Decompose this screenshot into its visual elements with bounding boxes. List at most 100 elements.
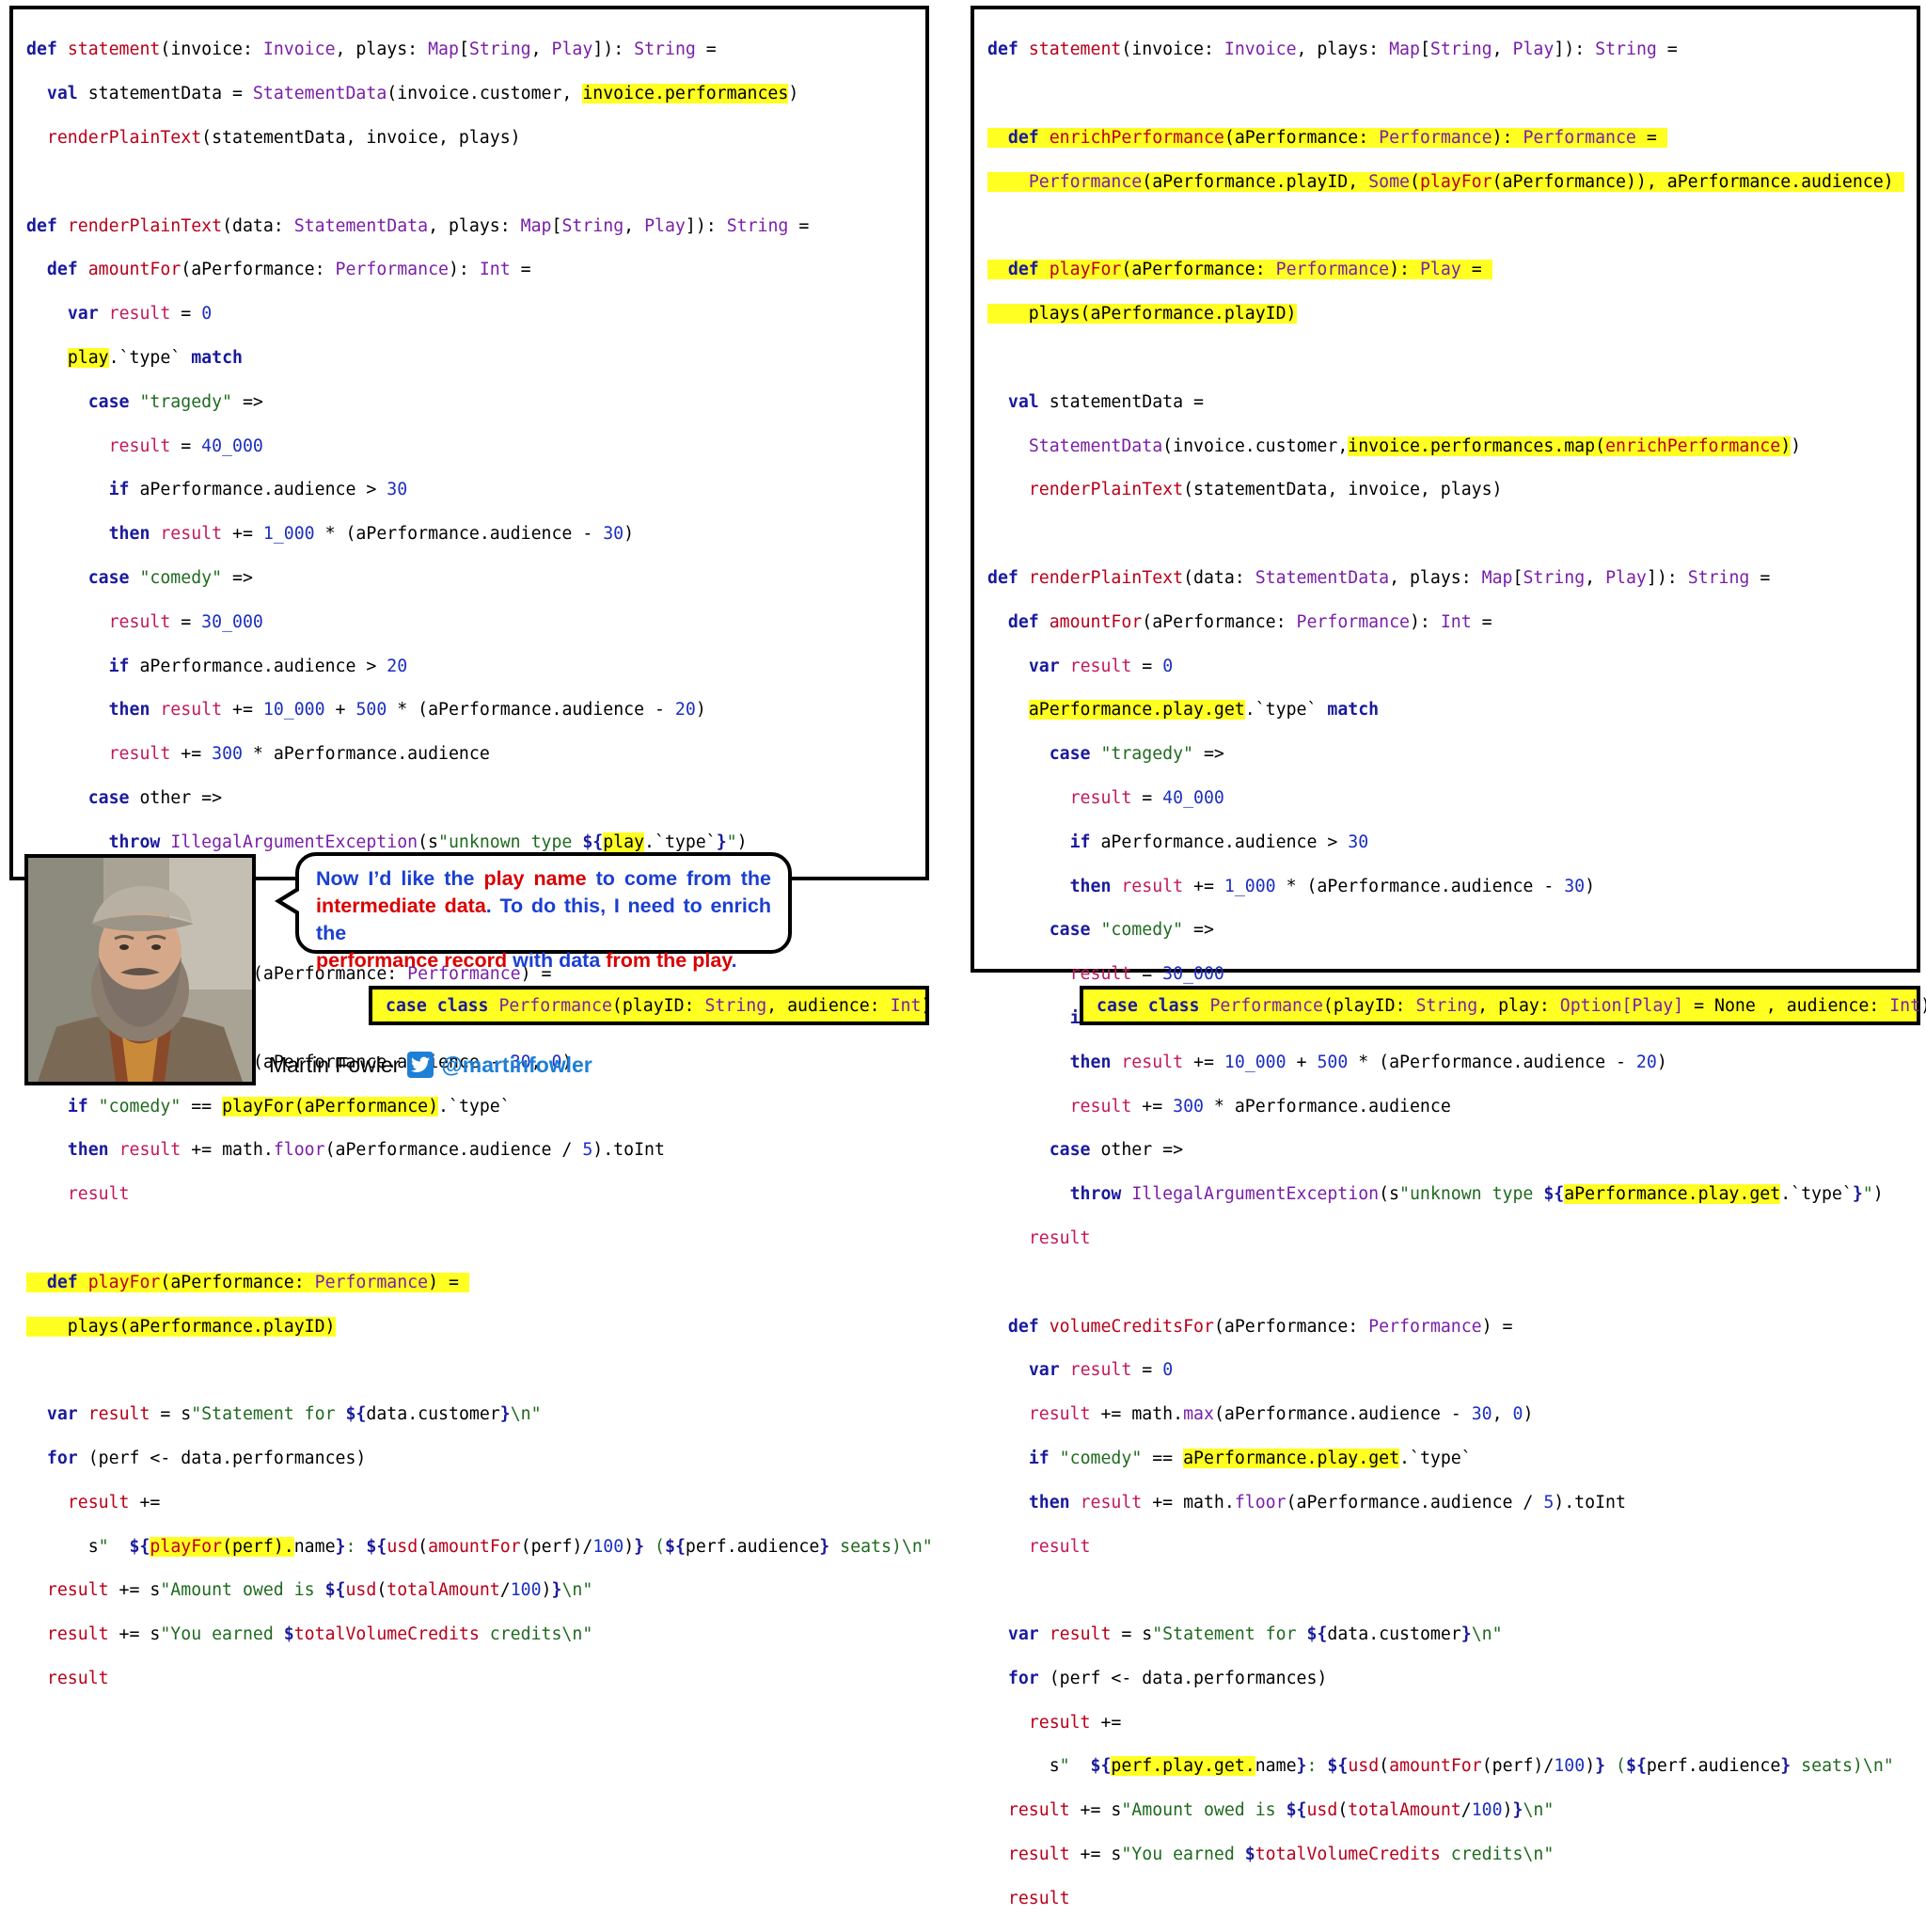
code-line: case "comedy" =>	[1049, 920, 1214, 941]
speech-text: .	[731, 949, 737, 972]
code-line: then result += 10_000 + 500 * (aPerforma…	[108, 700, 706, 721]
twitter-bird-glyph	[411, 1056, 431, 1072]
code-line: result	[1007, 1888, 1070, 1908]
code-line: result += math.max(aPerformance.audience…	[1028, 1404, 1534, 1425]
code-line: case "tragedy" =>	[1049, 744, 1224, 765]
author-credit: Martin Fowler @martinfowler	[269, 1052, 592, 1078]
code-line	[987, 523, 1917, 545]
code-line: def enrichPerformance(aPerformance: Perf…	[987, 127, 1917, 149]
case-class-args: (playID:	[611, 995, 705, 1016]
code-line: var result = 0	[1028, 656, 1174, 676]
case-class-type: String	[704, 995, 767, 1016]
speech-text: to come from the	[586, 867, 771, 890]
code-line: result = 30_000	[1069, 964, 1224, 985]
speech-text: intermediate data	[316, 895, 486, 917]
case-class-type: Int	[1889, 995, 1921, 1016]
code-line: def amountFor(aPerformance: Performance)…	[46, 260, 531, 280]
right-case-class-box: case class Performance(playID: String, p…	[1080, 986, 1926, 1025]
code-line: result = 30_000	[108, 611, 263, 632]
author-photo-illustration	[28, 858, 252, 1082]
case-class-keyword: case class	[386, 995, 499, 1016]
case-class-args: (playID:	[1322, 995, 1416, 1016]
code-line: def volumeCreditsFor(aPerformance: Perfo…	[1007, 1316, 1513, 1337]
code-line: result += 300 * aPerformance.audience	[1069, 1096, 1451, 1116]
code-line: throw IllegalArgumentException(s"unknown…	[1069, 1184, 1884, 1205]
code-line	[987, 215, 1917, 237]
case-class-args: )	[921, 995, 932, 1016]
speech-text: with data	[507, 949, 607, 972]
case-class-args: , audience:	[1765, 995, 1890, 1016]
code-line: result	[1028, 1227, 1091, 1248]
code-line: result += s"You earned $totalVolumeCredi…	[1007, 1845, 1555, 1865]
code-line: renderPlainText(statementData, invoice, …	[46, 128, 521, 148]
code-line	[26, 1227, 925, 1249]
code-line: def playFor(aPerformance: Performance) =	[26, 1272, 925, 1293]
case-class-keyword: case class	[1097, 995, 1210, 1016]
code-line: then result += 1_000 * (aPerformance.aud…	[1069, 876, 1596, 896]
code-line: var result = s"Statement for ${data.cust…	[46, 1404, 542, 1425]
code-line: result += s"You earned $totalVolumeCredi…	[46, 1624, 593, 1645]
speech-text: performance record	[316, 949, 508, 972]
code-line: result	[46, 1668, 109, 1688]
speech-bubble-tail-inner	[282, 891, 299, 911]
code-line: result += s"Amount owed is ${usd(totalAm…	[1007, 1800, 1555, 1821]
code-line: result = 40_000	[1069, 787, 1224, 808]
case-class-args: , play:	[1477, 995, 1560, 1016]
code-line: for (perf <- data.performances)	[1007, 1668, 1328, 1688]
twitter-icon[interactable]	[407, 1052, 434, 1078]
code-line: case other =>	[87, 787, 223, 808]
code-line: play.`type` match	[67, 347, 243, 368]
code-line: if "comedy" == playFor(aPerformance).`ty…	[67, 1096, 511, 1116]
code-line: def amountFor(aPerformance: Performance)…	[1007, 611, 1492, 632]
code-line: result += s"Amount owed is ${usd(totalAm…	[46, 1580, 593, 1601]
code-line: plays(aPerformance.playID)	[987, 304, 1297, 325]
code-line: result = 40_000	[108, 435, 263, 456]
code-line: if aPerformance.audience > 20	[108, 656, 408, 676]
code-line: def renderPlainText(data: StatementData,…	[26, 215, 810, 236]
case-class-type: String	[1415, 995, 1478, 1016]
code-line: Performance(aPerformance.playID, Some(pl…	[987, 171, 1917, 193]
code-line: var result = s"Statement for ${data.cust…	[1007, 1624, 1503, 1645]
code-line	[987, 347, 1917, 369]
code-line: for (perf <- data.performances)	[46, 1448, 367, 1468]
code-line: if aPerformance.audience > 30	[1069, 831, 1369, 852]
code-line: then result += math.floor(aPerformance.a…	[67, 1140, 665, 1161]
speech-text: enrich the	[316, 895, 771, 944]
code-line: var result = 0	[1028, 1360, 1174, 1381]
code-line	[26, 171, 925, 193]
author-name: Martin Fowler	[269, 1052, 401, 1077]
code-line	[26, 1359, 925, 1381]
twitter-handle[interactable]: @martinfowler	[441, 1052, 592, 1077]
code-line: case "comedy" =>	[87, 567, 253, 588]
case-class-name: Performance	[498, 995, 612, 1016]
code-line: aPerformance.play.get.`type` match	[1028, 700, 1380, 721]
code-line: def renderPlainText(data: StatementData,…	[987, 567, 1771, 588]
code-line	[987, 1272, 1917, 1293]
code-line	[987, 83, 1917, 104]
code-line: val statementData = StatementData(invoic…	[46, 84, 799, 104]
code-line	[987, 1579, 1917, 1601]
code-line: if aPerformance.audience > 30	[108, 480, 408, 500]
code-line: then result += 1_000 * (aPerformance.aud…	[108, 524, 635, 545]
speech-text: from the play	[606, 949, 732, 972]
code-line: plays(aPerformance.playID)	[26, 1316, 336, 1337]
author-photo	[24, 854, 256, 1085]
code-line: StatementData(invoice.customer,invoice.p…	[1028, 435, 1802, 456]
speech-bubble: Now I’d like the play name to come from …	[295, 852, 792, 972]
code-line: def playFor(aPerformance: Performance): …	[987, 259, 1917, 280]
case-class-args: , audience:	[766, 995, 891, 1016]
code-line: s" ${perf.play.get.name}: ${usd(amountFo…	[987, 1756, 1894, 1777]
code-line: def statement(invoice: Invoice, plays: M…	[26, 40, 717, 60]
code-line: case "tragedy" =>	[87, 391, 263, 412]
code-line: var result = 0	[67, 304, 213, 325]
code-line: if "comedy" == aPerformance.play.get.`ty…	[1028, 1448, 1472, 1468]
case-class-args: = None	[1683, 995, 1766, 1016]
case-class-name: Performance	[1209, 995, 1323, 1016]
code-line: then result += 10_000 + 500 * (aPerforma…	[1069, 1052, 1667, 1072]
code-line: result += 300 * aPerformance.audience	[108, 744, 490, 765]
speech-text: play name	[483, 867, 587, 890]
left-code-panel: def statement(invoice: Invoice, plays: M…	[9, 6, 933, 1688]
case-class-type: Option[Play]	[1559, 995, 1684, 1016]
code-line: def statement(invoice: Invoice, plays: M…	[987, 40, 1678, 60]
code-line: val statementData =	[1007, 391, 1204, 412]
